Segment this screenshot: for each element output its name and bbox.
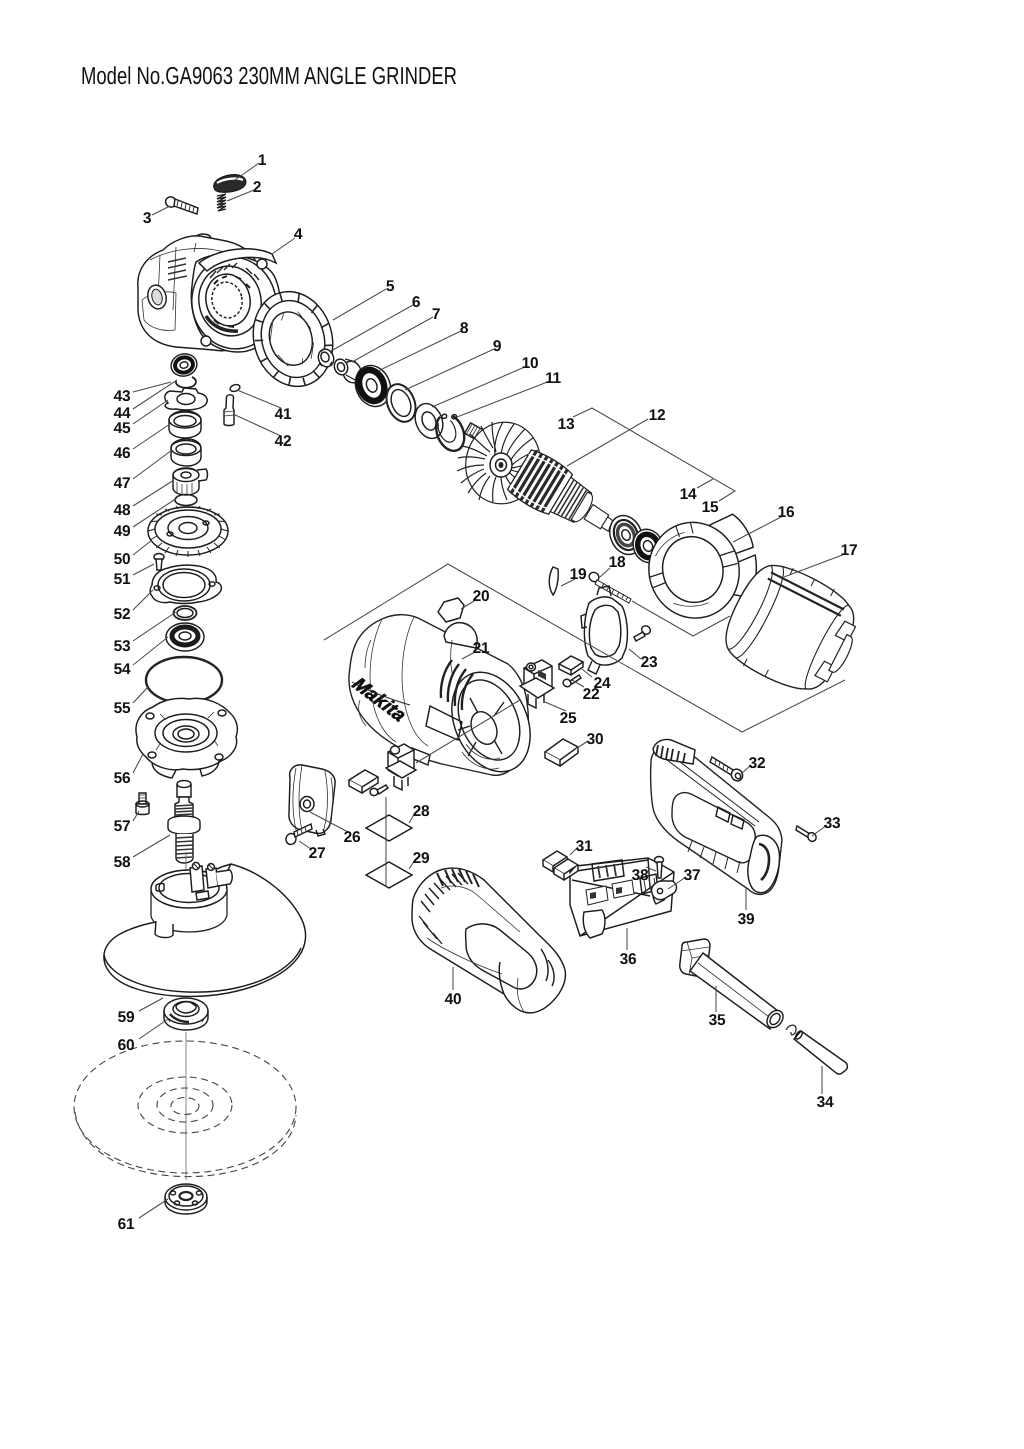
svg-text:30: 30 [587,731,604,748]
svg-text:34: 34 [817,1094,834,1111]
svg-text:46: 46 [114,445,131,462]
svg-text:20: 20 [473,588,490,605]
svg-text:3: 3 [143,210,152,227]
svg-text:35: 35 [709,1012,726,1029]
svg-text:50: 50 [114,551,131,568]
svg-text:41: 41 [275,406,292,423]
svg-text:1: 1 [258,152,267,169]
svg-text:9: 9 [493,338,502,355]
svg-text:16: 16 [778,504,795,521]
svg-text:32: 32 [749,755,766,772]
svg-text:59: 59 [118,1009,135,1026]
svg-text:38: 38 [632,867,649,884]
svg-text:19: 19 [570,566,587,583]
svg-text:25: 25 [560,710,577,727]
svg-text:21: 21 [473,640,490,657]
svg-text:22: 22 [583,686,600,703]
svg-text:40: 40 [445,991,462,1008]
svg-text:6: 6 [412,294,421,311]
svg-text:56: 56 [114,770,131,787]
svg-text:28: 28 [413,803,430,820]
svg-text:48: 48 [114,502,131,519]
svg-text:55: 55 [114,700,131,717]
svg-text:17: 17 [841,542,858,559]
svg-text:33: 33 [824,815,841,832]
svg-text:13: 13 [558,416,575,433]
svg-text:58: 58 [114,854,131,871]
svg-text:Model No.GA9063 230MM ANGLE GR: Model No.GA9063 230MM ANGLE GRINDER [81,63,457,90]
svg-text:60: 60 [118,1037,135,1054]
svg-text:52: 52 [114,606,131,623]
svg-text:37: 37 [684,867,701,884]
svg-text:7: 7 [432,306,440,323]
svg-text:4: 4 [294,226,303,243]
svg-text:44: 44 [114,405,131,422]
svg-text:23: 23 [641,654,658,671]
svg-text:24: 24 [594,675,611,692]
svg-text:51: 51 [114,571,131,588]
svg-text:2: 2 [253,179,261,196]
svg-text:43: 43 [114,388,131,405]
svg-text:53: 53 [114,638,131,655]
svg-text:10: 10 [522,355,539,372]
svg-text:27: 27 [309,845,326,862]
svg-text:36: 36 [620,951,637,968]
svg-text:45: 45 [114,420,131,437]
svg-text:12: 12 [649,407,666,424]
svg-text:14: 14 [680,486,697,503]
svg-text:42: 42 [275,433,292,450]
svg-text:29: 29 [413,850,430,867]
svg-text:11: 11 [545,370,561,387]
svg-text:57: 57 [114,818,131,835]
svg-text:54: 54 [114,661,131,678]
svg-text:31: 31 [576,838,593,855]
svg-text:5: 5 [386,278,395,295]
svg-text:47: 47 [114,475,131,492]
svg-text:61: 61 [118,1216,135,1233]
svg-text:15: 15 [702,499,719,516]
svg-text:26: 26 [344,829,361,846]
svg-text:49: 49 [114,523,131,540]
svg-text:8: 8 [460,320,469,337]
svg-text:18: 18 [609,554,626,571]
svg-text:39: 39 [738,911,755,928]
